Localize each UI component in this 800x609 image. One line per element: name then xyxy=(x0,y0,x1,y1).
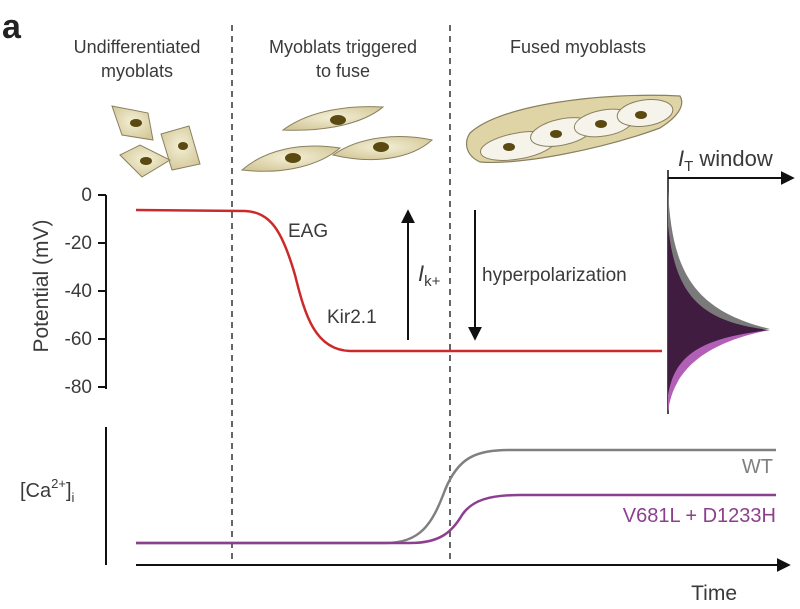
time-axis-label: Time xyxy=(691,582,737,605)
fused-myotube-illustration xyxy=(465,94,683,163)
kir21-label: Kir2.1 xyxy=(327,307,377,328)
series-line-mutant xyxy=(136,493,776,545)
membrane-potential-trace xyxy=(135,208,662,353)
stage-1-line-1: Undifferentiated xyxy=(74,37,201,57)
series-label-mutant: V681L + D1233H xyxy=(623,505,776,527)
tick-label-0: 0 xyxy=(81,185,92,206)
tick-label-minus20: -20 xyxy=(65,233,92,254)
calcium-axis-label: [Ca2+]i xyxy=(20,476,75,505)
stage-3-heading: Fused myoblasts xyxy=(510,37,646,57)
stage-2-line-2: to fuse xyxy=(316,61,370,81)
tick-label-minus60: -60 xyxy=(65,329,92,350)
ik-label: Ik+ xyxy=(418,261,441,290)
tick-label-minus40: -40 xyxy=(65,281,92,302)
series-line-wt xyxy=(136,448,776,545)
it-window-label: IT window xyxy=(678,146,773,175)
it-window-currents xyxy=(668,190,770,412)
undifferentiated-cells-illustration xyxy=(111,105,201,178)
tick-label-minus80: -80 xyxy=(65,377,92,398)
stage-1-line-2: myoblats xyxy=(101,61,173,81)
eag-label: EAG xyxy=(288,221,328,242)
stage-2-line-1: Myoblats triggered xyxy=(269,37,417,57)
hyperpolarization-label: hyperpolarization xyxy=(482,265,627,286)
triggered-cells-illustration xyxy=(240,106,434,172)
potential-ticks xyxy=(98,194,106,388)
panel-label: a xyxy=(2,8,22,46)
series-label-wt: WT xyxy=(742,456,773,478)
potential-axis-label: Potential (mV) xyxy=(30,219,53,352)
